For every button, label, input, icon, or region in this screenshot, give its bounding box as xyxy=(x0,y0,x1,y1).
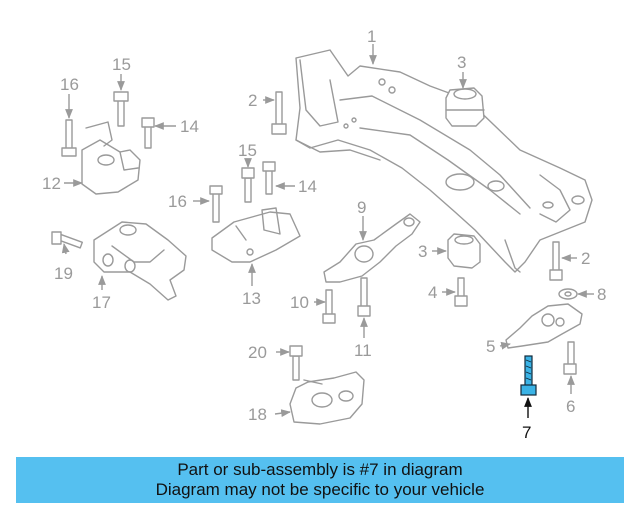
callout-3-top: 3 xyxy=(457,53,466,72)
callout-15-top: 15 xyxy=(112,55,131,74)
mount-bracket-plate[interactable] xyxy=(211,207,301,263)
transmission-bracket[interactable] xyxy=(93,221,187,301)
callout-18: 18 xyxy=(248,405,267,424)
banner-line-2: Diagram may not be specific to your vehi… xyxy=(155,480,485,499)
callout-labels: 1 2 3 16 15 14 12 15 14 16 9 3 2 4 8 19 … xyxy=(42,27,606,442)
torque-rod[interactable] xyxy=(323,213,421,283)
callout-11: 11 xyxy=(354,341,372,360)
bolt-20[interactable] xyxy=(289,345,303,381)
callout-3-lower: 3 xyxy=(418,242,427,261)
callout-17: 17 xyxy=(92,293,111,312)
parts-diagram: 1 2 3 16 15 14 12 15 14 16 9 3 2 4 8 19 … xyxy=(42,27,606,442)
callout-7-highlighted: 7 xyxy=(522,423,531,442)
callout-14-top: 14 xyxy=(180,117,199,136)
callout-6: 6 xyxy=(566,397,575,416)
bolt-15-mid[interactable] xyxy=(241,167,255,203)
callout-4: 4 xyxy=(428,283,437,302)
callout-19: 19 xyxy=(54,264,73,283)
callout-12: 12 xyxy=(42,174,61,193)
bolt-15-top[interactable] xyxy=(113,91,129,127)
callout-13: 13 xyxy=(242,289,261,308)
callout-16-top: 16 xyxy=(60,75,79,94)
bolt-16-top[interactable] xyxy=(61,119,77,157)
callout-8: 8 xyxy=(597,285,606,304)
callout-20: 20 xyxy=(248,343,267,362)
callout-2-lower: 2 xyxy=(581,249,590,268)
bolt-11[interactable] xyxy=(357,277,371,317)
bolt-10[interactable] xyxy=(322,289,336,324)
callout-10: 10 xyxy=(290,293,309,312)
banner-line-1: Part or sub-assembly is #7 in diagram xyxy=(177,460,463,479)
callout-16-mid: 16 xyxy=(168,192,187,211)
subframe-part[interactable] xyxy=(295,49,593,273)
bolt-19[interactable] xyxy=(51,231,84,249)
bolt-14-mid[interactable] xyxy=(262,161,276,195)
bushing-upper[interactable] xyxy=(445,87,485,127)
bushing-lower[interactable] xyxy=(447,233,481,269)
engine-mount-left[interactable] xyxy=(81,121,141,195)
leader-lines xyxy=(61,44,594,418)
callout-9: 9 xyxy=(357,198,366,217)
callout-2-top: 2 xyxy=(248,91,257,110)
bolt-14-top[interactable] xyxy=(141,117,155,149)
washer-8[interactable] xyxy=(558,288,578,300)
lower-mount-block[interactable] xyxy=(289,371,365,425)
info-banner: Part or sub-assembly is #7 in diagram Di… xyxy=(16,457,624,503)
callout-5: 5 xyxy=(486,337,495,356)
bolt-16-mid[interactable] xyxy=(209,185,223,223)
bolt-2-top[interactable] xyxy=(271,91,287,135)
callout-15-mid: 15 xyxy=(238,141,257,160)
bolt-2-lower[interactable] xyxy=(549,241,563,281)
callout-1: 1 xyxy=(367,27,376,46)
bolt-4[interactable] xyxy=(454,277,468,307)
callout-14-mid: 14 xyxy=(298,177,317,196)
bolt-7-highlighted[interactable] xyxy=(520,355,537,396)
bolt-6[interactable] xyxy=(563,341,577,375)
right-bracket[interactable] xyxy=(505,303,583,349)
